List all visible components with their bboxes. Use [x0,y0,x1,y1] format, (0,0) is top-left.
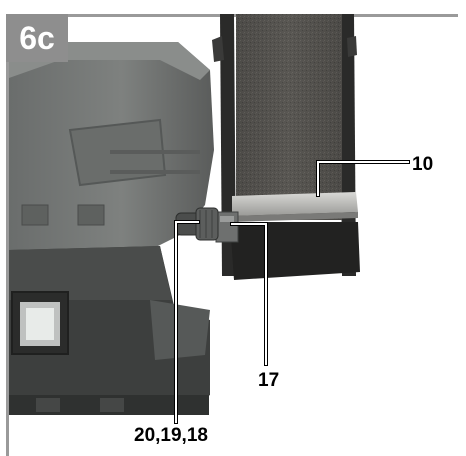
machine-base [9,246,210,415]
callout-label-10: 10 [412,154,434,175]
leader-line-10 [316,160,410,197]
leader-line-17 [230,222,268,366]
leader-lines [174,160,410,424]
leader-line-20-19-18 [174,220,200,424]
belt-guard [230,222,360,280]
figure-number-badge: 6c [6,14,68,62]
callout-label-17: 17 [258,370,280,391]
power-switch [11,291,69,355]
callout-label-20-19-18: 20,19,18 [134,425,208,446]
work-rest-bracket [215,211,239,243]
frame-left-border [6,14,9,456]
work-rest-table [232,192,358,222]
